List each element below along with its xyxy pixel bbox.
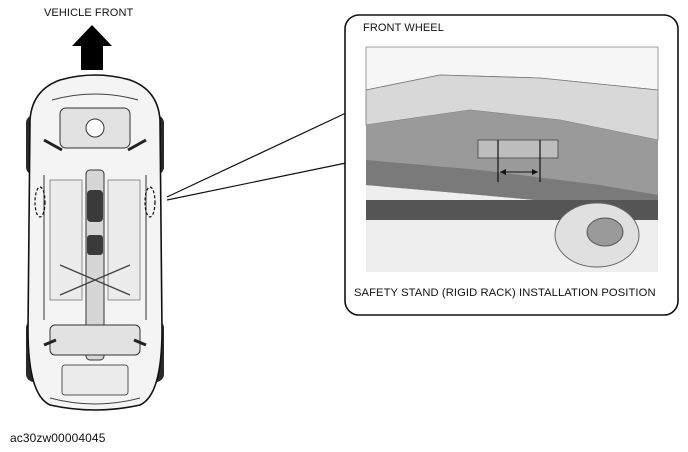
- figure-code: ac30zw00004045: [10, 431, 106, 445]
- transmission: [87, 190, 103, 222]
- callout-leader-bottom: [166, 162, 347, 201]
- front-wheel-label: FRONT WHEEL: [363, 22, 444, 34]
- position-arrow-left-head: [500, 169, 506, 175]
- floor-panel-left: [49, 179, 83, 301]
- front-suspension: [43, 138, 147, 152]
- rear-floor: [61, 364, 129, 396]
- exhaust-part: [87, 235, 103, 255]
- floor-panel-right: [107, 179, 141, 301]
- jack-flange: [477, 139, 559, 159]
- rear-suspension: [43, 338, 147, 347]
- front-bumper: [51, 93, 139, 101]
- right-jack-point-marker: [144, 186, 156, 218]
- subframe-hole: [85, 118, 105, 138]
- vehicle-front-arrow: [72, 25, 112, 70]
- car-underside: [26, 74, 164, 411]
- front-wheel-hub: [586, 217, 624, 247]
- left-jack-point-marker: [34, 186, 46, 218]
- safety-stand-caption: SAFETY STAND (RIGID RACK) INSTALLATION P…: [354, 287, 656, 299]
- vehicle-front-label: VEHICLE FRONT: [44, 7, 134, 19]
- position-arrow-right-head: [532, 169, 538, 175]
- rear-bumper: [49, 397, 141, 405]
- callout-leader-top: [166, 112, 347, 198]
- detail-image: [365, 46, 659, 272]
- rear-subframe: [49, 324, 141, 356]
- crossmember: [59, 264, 131, 296]
